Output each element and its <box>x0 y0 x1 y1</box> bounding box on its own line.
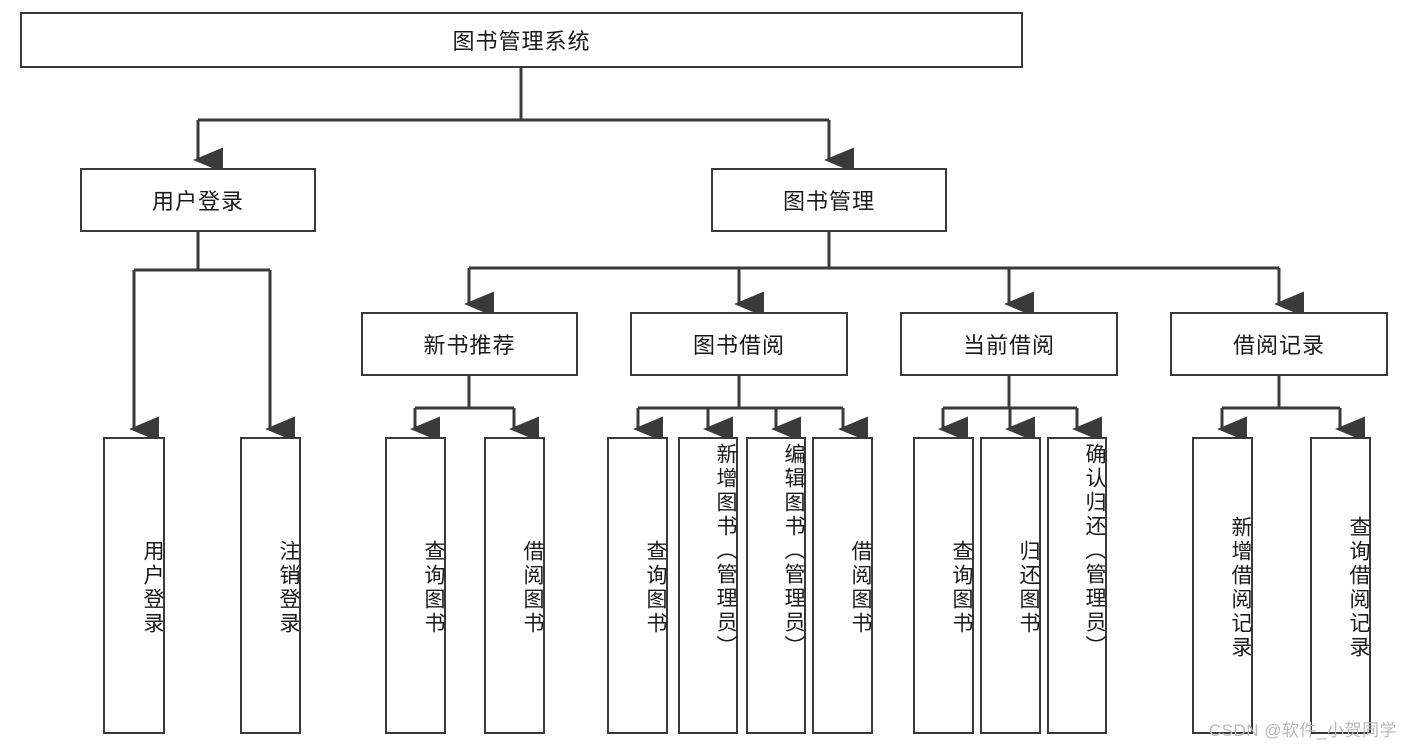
leaf-query-book-borrow[interactable]: 查询图书 <box>607 437 668 734</box>
node-label: 图书借阅 <box>692 333 785 358</box>
node-book-management-system[interactable]: 图书管理系统 <box>20 12 1023 68</box>
node-book-borrow[interactable]: 图书借阅 <box>630 312 848 376</box>
node-label: 查询借阅记录 <box>1347 515 1370 660</box>
node-label: 查询图书 <box>950 539 973 636</box>
leaf-borrow-book-recommend[interactable]: 借阅图书 <box>484 437 545 734</box>
leaf-query-book-recommend[interactable]: 查询图书 <box>385 437 446 734</box>
leaf-borrow-book[interactable]: 借阅图书 <box>812 437 873 734</box>
leaf-logout-login[interactable]: 注销登录 <box>240 437 301 734</box>
leaf-add-borrow-record[interactable]: 新增借阅记录 <box>1192 437 1253 734</box>
watermark: CSDN @软件_小贺同学 <box>1208 721 1397 740</box>
node-label: 注销登录 <box>277 539 300 636</box>
leaf-query-borrow-record[interactable]: 查询借阅记录 <box>1310 437 1371 734</box>
node-label: 归还图书 <box>1017 539 1040 636</box>
node-label: 查询图书 <box>644 539 667 636</box>
node-label: 新增借阅记录 <box>1229 515 1252 660</box>
node-label: 确认归还（管理员） <box>1083 443 1106 659</box>
leaf-query-book-current[interactable]: 查询图书 <box>913 437 974 734</box>
node-label: 用户登录 <box>151 189 244 214</box>
leaf-return-book[interactable]: 归还图书 <box>980 437 1041 734</box>
node-label: 查询图书 <box>422 539 445 636</box>
node-label: 新书推荐 <box>423 333 516 358</box>
leaf-confirm-return-admin[interactable]: 确认归还（管理员） <box>1047 437 1107 734</box>
leaf-user-login[interactable]: 用户登录 <box>103 437 165 734</box>
node-label: 用户登录 <box>141 539 164 636</box>
leaf-edit-book-admin[interactable]: 编辑图书（管理员） <box>746 437 806 734</box>
node-book-management[interactable]: 图书管理 <box>711 168 947 232</box>
node-label: 借阅图书 <box>521 539 544 636</box>
node-borrow-record[interactable]: 借阅记录 <box>1170 312 1388 376</box>
node-label: 编辑图书（管理员） <box>782 443 805 659</box>
node-label: 当前借阅 <box>962 333 1055 358</box>
node-label: 新增图书（管理员） <box>714 443 737 659</box>
node-label: 借阅图书 <box>849 539 872 636</box>
node-user-login[interactable]: 用户登录 <box>80 168 316 232</box>
node-label: 借阅记录 <box>1232 333 1325 358</box>
leaf-add-book-admin[interactable]: 新增图书（管理员） <box>678 437 738 734</box>
node-label: 图书管理 <box>782 189 875 214</box>
node-new-book-recommend[interactable]: 新书推荐 <box>361 312 578 376</box>
node-label: 图书管理系统 <box>452 29 591 54</box>
node-current-borrow[interactable]: 当前借阅 <box>900 312 1118 376</box>
